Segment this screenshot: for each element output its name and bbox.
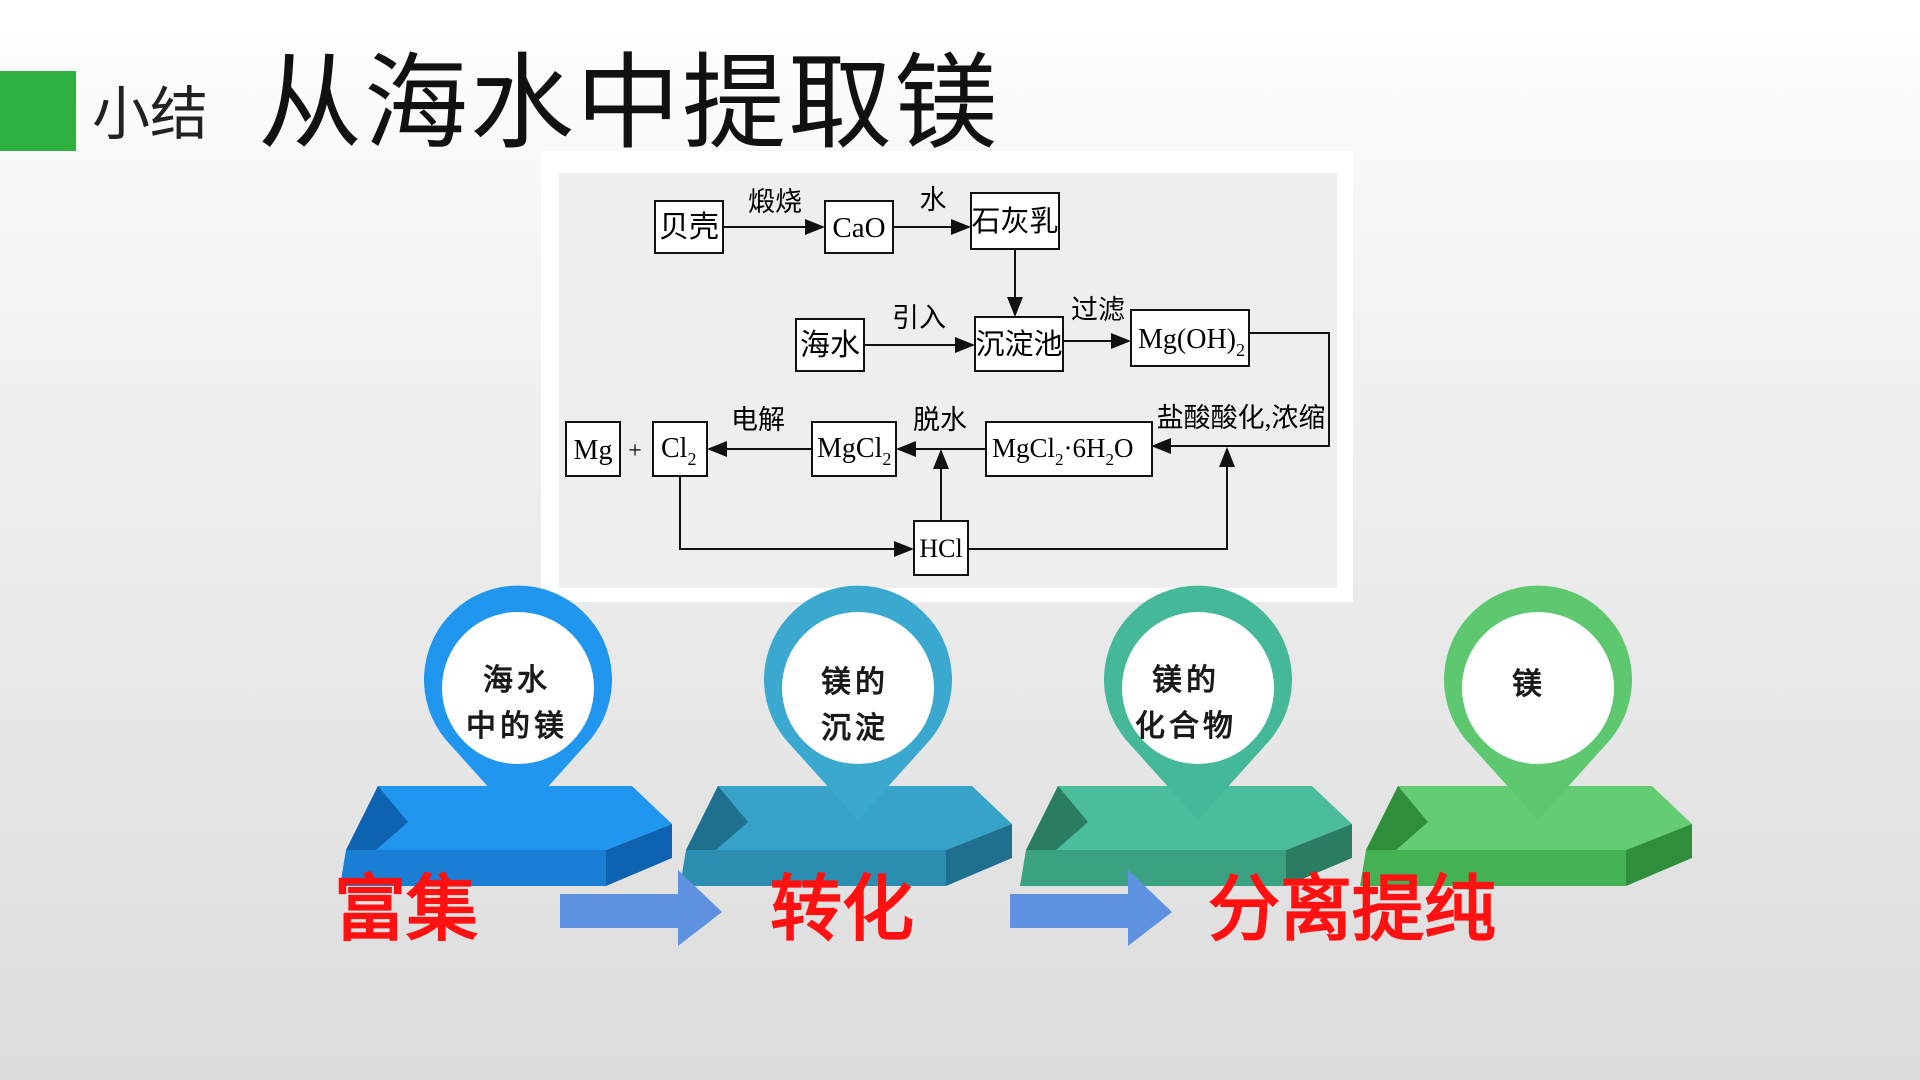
pin-label-2: 镁的沉淀 — [821, 665, 889, 746]
node-mg: Mg — [565, 421, 621, 477]
flowchart-card: 贝壳 CaO 石灰乳 煅烧 水 海水 沉淀池 Mg(OH)2 引入 — [541, 151, 1353, 602]
flowchart: 贝壳 CaO 石灰乳 煅烧 水 海水 沉淀池 Mg(OH)2 引入 — [559, 173, 1337, 588]
edge-label-water: 水 — [920, 185, 947, 215]
block-front-1 — [340, 850, 606, 886]
pin-center-2 — [782, 612, 934, 764]
block-top-3 — [1026, 786, 1352, 850]
block-front-4 — [1360, 850, 1626, 886]
node-mgoh2: Mg(OH)2 — [1130, 309, 1250, 367]
svg-text:Cl2: Cl2 — [661, 433, 696, 469]
stage-enrich: 富集 — [334, 867, 479, 951]
edge-label-calcine: 煅烧 — [748, 187, 802, 217]
edge-label-dehydrate: 脱水 — [913, 405, 967, 435]
block-side-3 — [1286, 824, 1352, 886]
stage-arrow-2 — [1010, 870, 1172, 946]
block-side-1 — [606, 824, 672, 886]
edge-label-filter: 过滤 — [1071, 295, 1125, 325]
svg-text:Mg(OH)2: Mg(OH)2 — [1138, 324, 1245, 360]
stage-arrows — [560, 870, 1172, 946]
edge-label-introduce: 引入 — [892, 303, 946, 333]
section-label: 小结 — [92, 80, 209, 148]
svg-text:MgCl2: MgCl2 — [817, 433, 891, 469]
pin-center-1 — [442, 612, 594, 764]
edge-label-electrolysis: 电解 — [731, 405, 785, 435]
edge-hcl-to-acidify — [968, 447, 1235, 550]
accent-bar — [0, 71, 76, 151]
pin-label-1: 海水中的镁 — [466, 663, 568, 744]
svg-text:MgCl2·6H2O: MgCl2·6H2O — [992, 433, 1134, 469]
block-top-4 — [1366, 786, 1692, 850]
node-cao: CaO — [824, 200, 894, 254]
block-side-4 — [1626, 824, 1692, 886]
block-front-2 — [680, 850, 946, 886]
process-step-2 — [680, 585, 1012, 886]
block-bevel-3 — [1026, 786, 1088, 850]
process-step-3 — [1020, 585, 1352, 886]
process-step-1 — [340, 585, 672, 886]
node-tank: 沉淀池 — [974, 316, 1064, 372]
stage-separate: 分离提纯 — [1208, 867, 1497, 951]
svg-text:海水: 海水 — [800, 329, 860, 362]
block-side-2 — [946, 824, 1012, 886]
svg-text:HCl: HCl — [919, 534, 962, 563]
pin-center-4 — [1462, 612, 1614, 764]
svg-text:贝壳: 贝壳 — [659, 211, 719, 244]
node-mgcl2: MgCl2 — [811, 421, 897, 477]
pin-label-3: 镁的化合物 — [1135, 663, 1237, 744]
node-lime-milk: 石灰乳 — [970, 192, 1060, 250]
edge-acidify — [1151, 332, 1330, 454]
block-bevel-2 — [686, 786, 748, 850]
node-shell: 贝壳 — [654, 200, 724, 254]
edge-label-acidify: 盐酸酸化,浓缩 — [1157, 403, 1326, 433]
edge-cl2-to-hcl — [679, 476, 914, 557]
block-bevel-4 — [1366, 786, 1428, 850]
process-step-4 — [1360, 585, 1692, 886]
page-title: 从海水中提取镁 — [258, 42, 1001, 164]
block-bevel-1 — [346, 786, 408, 850]
svg-text:Mg: Mg — [574, 435, 613, 466]
block-front-3 — [1020, 850, 1286, 886]
plus-sign: + — [628, 438, 642, 464]
block-top-1 — [346, 786, 672, 850]
stage-arrow-1 — [560, 870, 722, 946]
svg-text:CaO: CaO — [832, 212, 885, 244]
svg-text:石灰乳: 石灰乳 — [971, 205, 1058, 238]
node-mgcl2-hexahydrate: MgCl2·6H2O — [985, 421, 1153, 477]
stage-convert: 转化 — [770, 867, 915, 951]
pin-center-3 — [1122, 612, 1274, 764]
block-top-2 — [686, 786, 1012, 850]
svg-text:沉淀池: 沉淀池 — [975, 328, 1062, 361]
pin-label-4: 镁 — [1512, 667, 1546, 702]
